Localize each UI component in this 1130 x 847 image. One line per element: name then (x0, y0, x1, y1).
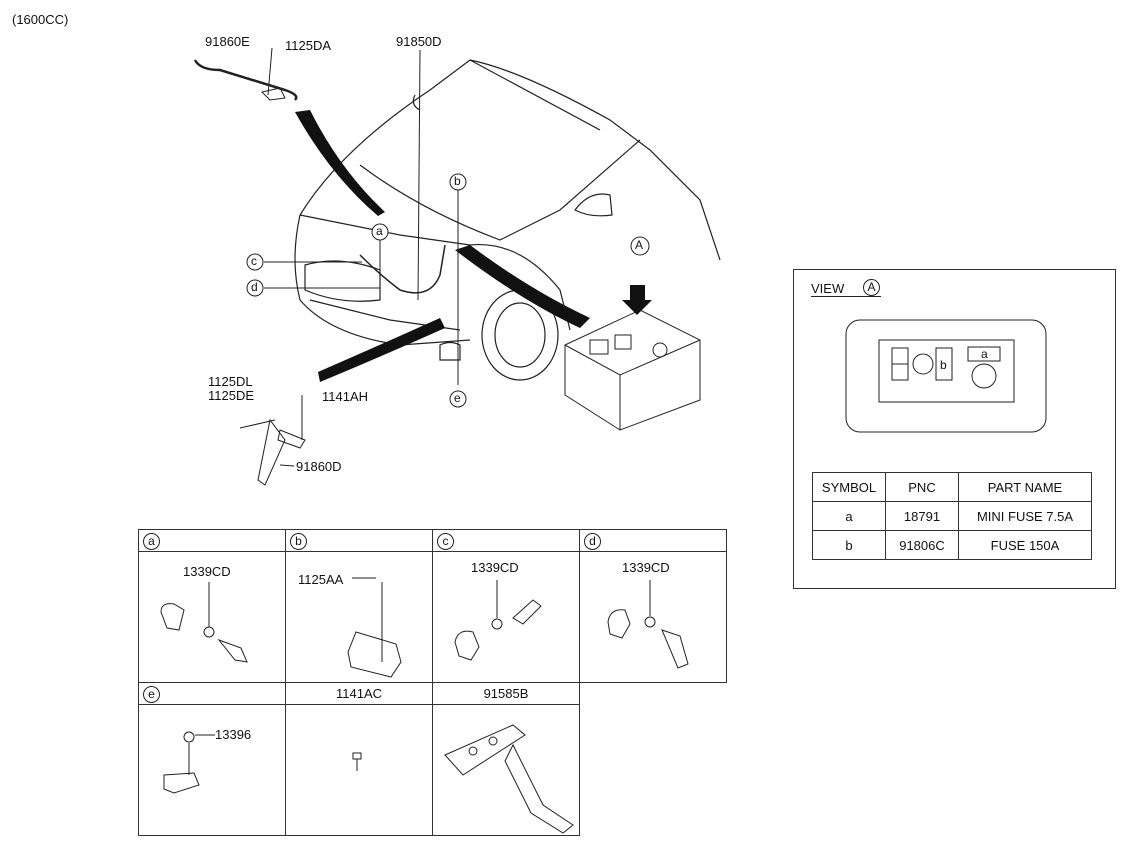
label-1125DA: 1125DA (285, 38, 332, 53)
ref-letter-b: b (454, 174, 461, 188)
part-label: 1339CD (471, 560, 519, 575)
detail-cell-1141AC (285, 704, 433, 836)
bracket-drawing (347, 577, 402, 678)
leader-91860D (279, 464, 295, 467)
detail-header-d: d (579, 529, 727, 552)
part-label: 1339CD (183, 564, 231, 579)
detail-header-c: c (432, 529, 580, 552)
bolt-drawing (352, 752, 362, 771)
engine-note: (1600CC) (12, 12, 69, 27)
ref-circle-view-a (630, 236, 650, 256)
label-1125DL: 1125DL (208, 374, 253, 389)
table-header-row: SYMBOL PNC PART NAME (812, 472, 1092, 502)
fuse-box (564, 309, 701, 431)
label-91860D: 91860D (296, 459, 342, 474)
view-title-underline (811, 296, 881, 297)
detail-cell-e: 13396 (138, 704, 286, 836)
detail-cell-91585B (432, 704, 580, 836)
part-label: 13396 (215, 727, 252, 742)
bolt-leader-1125DA (267, 47, 273, 96)
harness-sweep-lower (318, 318, 445, 382)
cell-symbol: b (812, 530, 886, 560)
ref-letter-d: d (251, 280, 258, 294)
bolt-1125DL (239, 419, 276, 429)
ref-circle-a (371, 223, 389, 241)
nut-drawing (163, 731, 215, 794)
car-body (294, 59, 721, 381)
detail-header-1141AC: 1141AC (285, 682, 433, 705)
col-pnc: PNC (885, 472, 959, 502)
detail-header-91585B: 91585B (432, 682, 580, 705)
leader-91850D (417, 49, 421, 301)
part-label: 1125AA (298, 572, 344, 587)
detail-header-a: a (138, 529, 286, 552)
fuse-label-b: b (940, 358, 947, 372)
fuse-label-a: a (981, 347, 988, 361)
ref-circle-b (449, 173, 467, 191)
view-a-panel: VIEW A b a (793, 269, 1116, 589)
engine-harness (359, 244, 446, 294)
detail-cell-c: 1339CD (432, 551, 580, 683)
fuse-box-view (845, 319, 1047, 433)
table-row: b 91806C FUSE 150A (812, 530, 1092, 560)
battery-cable (193, 59, 298, 101)
ground-strap (257, 418, 286, 486)
harness-sweep-right (455, 245, 590, 328)
table-row: a 18791 MINI FUSE 7.5A (812, 501, 1092, 531)
ground-bracket (277, 429, 306, 449)
cell-symbol: a (812, 501, 886, 531)
label-1141AH: 1141AH (322, 389, 369, 404)
label-91850D: 91850D (396, 34, 442, 49)
clip-drawing (454, 580, 542, 661)
col-part-name: PART NAME (958, 472, 1092, 502)
junction-block-drawing (444, 724, 574, 834)
view-a-arrow (622, 285, 652, 315)
ref-circle-e (449, 390, 467, 408)
detail-grid: a b c d 1339CD 1125AA 1339CD (138, 529, 727, 836)
label-1125DE: 1125DE (208, 388, 255, 403)
ref-circle-d (246, 279, 264, 297)
cable-terminal (261, 87, 286, 101)
cell-part-name: MINI FUSE 7.5A (958, 501, 1092, 531)
detail-header-b: b (285, 529, 433, 552)
detail-cell-b: 1125AA (285, 551, 433, 683)
clip-drawing (607, 580, 689, 669)
ref-circle-c (246, 253, 264, 271)
col-symbol: SYMBOL (812, 472, 886, 502)
view-title: VIEW (811, 281, 845, 296)
cell-pnc: 91806C (885, 530, 959, 560)
harness-sweep-upper (295, 110, 385, 216)
ref-letter-c: c (251, 254, 257, 268)
part-label: 1339CD (622, 560, 670, 575)
label-91860E: 91860E (205, 34, 250, 49)
detail-cell-a: 1339CD (138, 551, 286, 683)
wiring-illustration (193, 47, 721, 486)
detail-header-e: e (138, 682, 286, 705)
cell-pnc: 18791 (885, 501, 959, 531)
view-a-marker: A (635, 238, 644, 252)
ref-letter-e: e (454, 391, 461, 405)
fuse-table: SYMBOL PNC PART NAME a 18791 MINI FUSE 7… (812, 472, 1092, 560)
view-marker-circle: A (863, 279, 880, 296)
ref-letter-a: a (376, 224, 383, 238)
detail-cell-d: 1339CD (579, 551, 727, 683)
cell-part-name: FUSE 150A (958, 530, 1092, 560)
clip-drawing (160, 582, 248, 663)
